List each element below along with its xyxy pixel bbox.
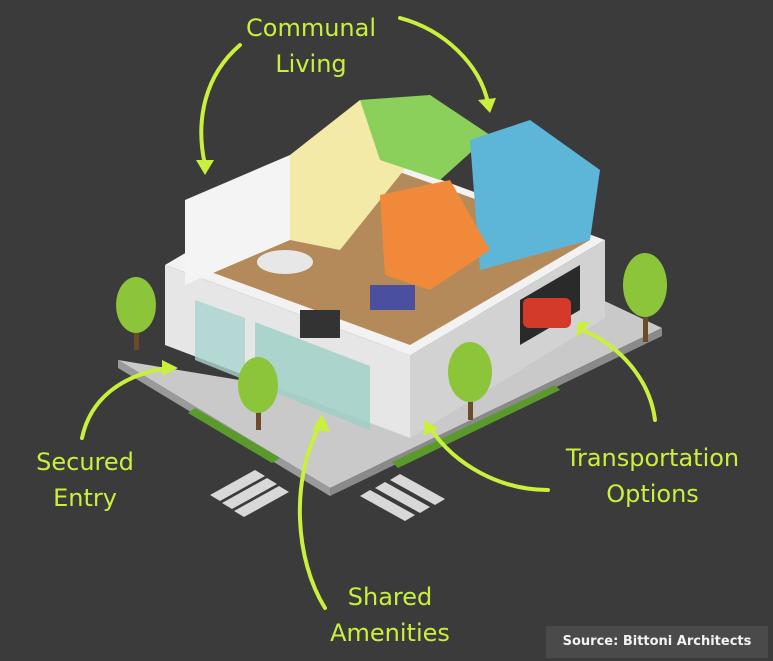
label-shared-amenities: Shared Amenities (320, 579, 460, 651)
source-credit: Source: Bittoni Architects (546, 626, 768, 658)
label-line: Amenities (330, 619, 450, 647)
blue-room (470, 120, 600, 270)
kitchen-wall (185, 155, 290, 285)
tree (116, 277, 156, 350)
grass-strip (392, 385, 560, 468)
crosswalk (210, 470, 445, 521)
tree (238, 357, 278, 430)
red-car (523, 298, 571, 328)
arrow-transportation-2 (580, 328, 657, 422)
glass-lobby (195, 300, 245, 380)
arrow-transportation-1 (428, 426, 550, 492)
orange-room (380, 180, 490, 290)
arrow-communal-left (199, 43, 242, 167)
label-secured-entry: Secured Entry (20, 444, 150, 516)
tree (448, 342, 492, 420)
label-line: Transportation (565, 444, 740, 472)
arrow-secured-entry (80, 366, 170, 440)
tv (300, 310, 340, 338)
sofa (370, 285, 415, 310)
arrow-communal-right (398, 16, 490, 105)
arrows (80, 16, 657, 610)
arrow-shared-amenities (297, 423, 327, 610)
glass-amenity (255, 322, 370, 430)
label-line: Options (606, 480, 699, 508)
label-line: Shared (347, 583, 433, 611)
label-transportation-options: Transportation Options (555, 440, 750, 512)
green-room (360, 95, 490, 180)
label-line: Secured (36, 448, 134, 476)
label-communal-living: Communal Living (236, 10, 386, 82)
label-line: Living (275, 50, 347, 78)
arrowheads (162, 98, 590, 436)
label-line: Entry (53, 484, 117, 512)
label-line: Communal (246, 14, 376, 42)
dining-table (257, 250, 313, 274)
tree (623, 253, 667, 342)
grass-strip (188, 408, 280, 463)
